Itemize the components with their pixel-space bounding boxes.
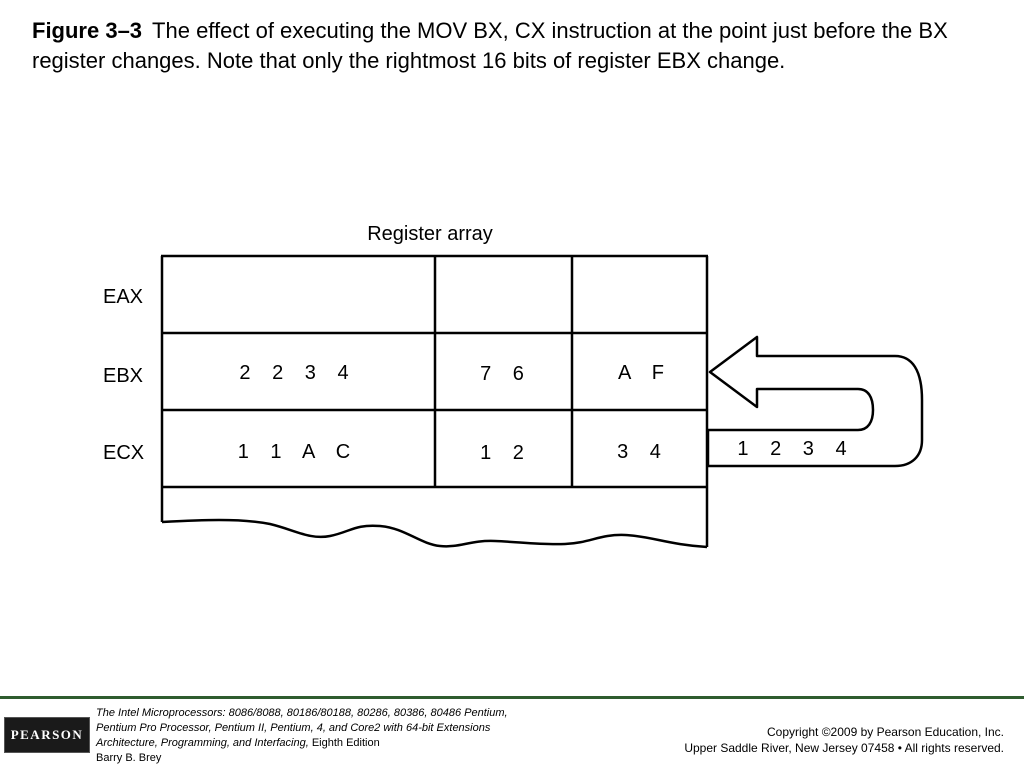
diagram-title: Register array <box>367 223 493 245</box>
caption-text: The effect of executing the MOV BX, CX i… <box>32 18 948 73</box>
row-label-eax: EAX <box>103 286 143 308</box>
publisher-address: Upper Saddle River, New Jersey 07458 • A… <box>684 741 1004 755</box>
transfer-value: 1 2 3 4 <box>737 438 854 460</box>
logo-text: PEARSON <box>10 727 84 742</box>
transfer-arrow-icon <box>706 335 924 468</box>
ecx-ch: 1 2 <box>480 442 532 464</box>
publisher-logo: PEARSON <box>4 717 90 753</box>
book-line2: Pentium Pro Processor, Pentium II, Penti… <box>96 722 491 734</box>
book-edition: Eighth Edition <box>311 737 380 749</box>
ecx-cl: 3 4 <box>617 441 669 463</box>
ecx-high-word: 1 1 A C <box>238 441 359 463</box>
book-author: Barry B. Brey <box>96 752 162 764</box>
copyright-text: Copyright ©2009 by Pearson Education, In… <box>767 725 1004 739</box>
book-line1: 8086/8088, 80186/80188, 80286, 80386, 80… <box>228 707 508 719</box>
book-reference: The Intel Microprocessors: 8086/8088, 80… <box>96 706 566 766</box>
copyright-block: Copyright ©2009 by Pearson Education, In… <box>684 724 1004 756</box>
figure-number: Figure 3–3 <box>32 18 143 43</box>
register-grid <box>160 254 709 547</box>
footer-divider <box>0 696 1024 699</box>
torn-edge <box>161 518 708 549</box>
ebx-high-word: 2 2 3 4 <box>239 362 356 384</box>
ebx-bh: 7 6 <box>480 363 532 385</box>
book-title: The Intel Microprocessors: <box>96 707 226 719</box>
row-label-ebx: EBX <box>103 365 143 387</box>
row-label-ecx: ECX <box>103 442 144 464</box>
register-diagram: Register array EAX EBX ECX 2 2 3 4 7 6 A… <box>103 223 924 549</box>
ebx-bl: A F <box>618 362 672 384</box>
book-line3: Architecture, Programming, and Interfaci… <box>96 737 309 749</box>
